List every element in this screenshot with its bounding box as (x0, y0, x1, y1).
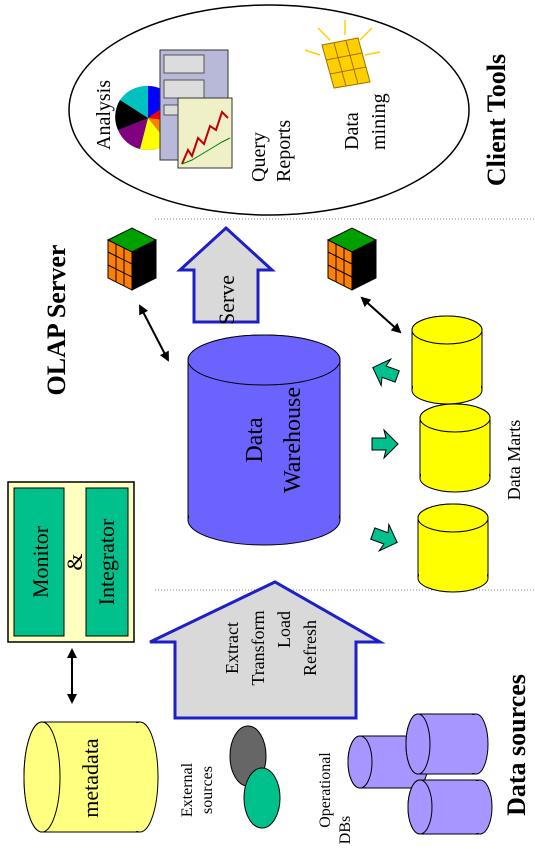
section-client-tools: Client Tools (482, 54, 511, 186)
arrow-cube-datamart (360, 296, 402, 334)
ampersand-label: & (62, 553, 87, 570)
serve-arrow (176, 225, 276, 324)
data-warehouse-label-2: Warehouse (280, 387, 306, 493)
etl-load: Load (274, 611, 294, 648)
analysis-label: Analysis (93, 80, 115, 150)
monitor-label: Monitor (28, 525, 53, 598)
data-mart-middle (419, 403, 491, 493)
integrator-label: Integrator (94, 518, 119, 605)
section-data-sources: Data sources (502, 674, 531, 816)
teal-arrow-2 (371, 428, 399, 460)
teal-arrow-3 (370, 522, 398, 553)
line-chart-icon (177, 97, 233, 169)
etl-extract: Extract (222, 622, 242, 674)
data-mart-bottom (417, 503, 489, 593)
etl-refresh: Refresh (300, 620, 320, 676)
etl-transform: Transform (248, 610, 268, 685)
arrow-cube-warehouse (139, 304, 169, 362)
data-mining-icon (304, 20, 381, 89)
external-sources-label-2: sources (199, 766, 216, 814)
external-sources-icon (229, 725, 281, 829)
data-mart-top (411, 315, 483, 405)
monitor-integrator-box (7, 481, 135, 643)
external-sources-label-1: External (179, 762, 196, 817)
data-marts-label: Data Marts (504, 420, 524, 500)
operational-db-3 (407, 779, 493, 835)
serve-label: Serve (214, 275, 239, 325)
teal-arrow-1 (372, 357, 400, 388)
data-mining-label-1: Data (341, 112, 363, 150)
operational-db-2 (405, 713, 489, 775)
metadata-cylinder (23, 721, 159, 833)
olap-cube-right-icon (326, 227, 378, 291)
query-label: Query (248, 132, 270, 182)
metadata-label: metadata (78, 738, 103, 818)
etl-arrow (149, 580, 386, 720)
olap-cube-left-icon (106, 227, 158, 291)
operational-dbs-label-2: DBs (337, 816, 354, 844)
data-warehouse-label-1: Data (242, 417, 268, 463)
operational-dbs-label-1: Operational (317, 752, 334, 828)
data-warehouse-cylinder (187, 334, 341, 546)
reports-label: Reports (273, 120, 295, 182)
data-mining-label-2: mining (368, 93, 390, 150)
section-olap-server: OLAP Server (42, 245, 71, 396)
